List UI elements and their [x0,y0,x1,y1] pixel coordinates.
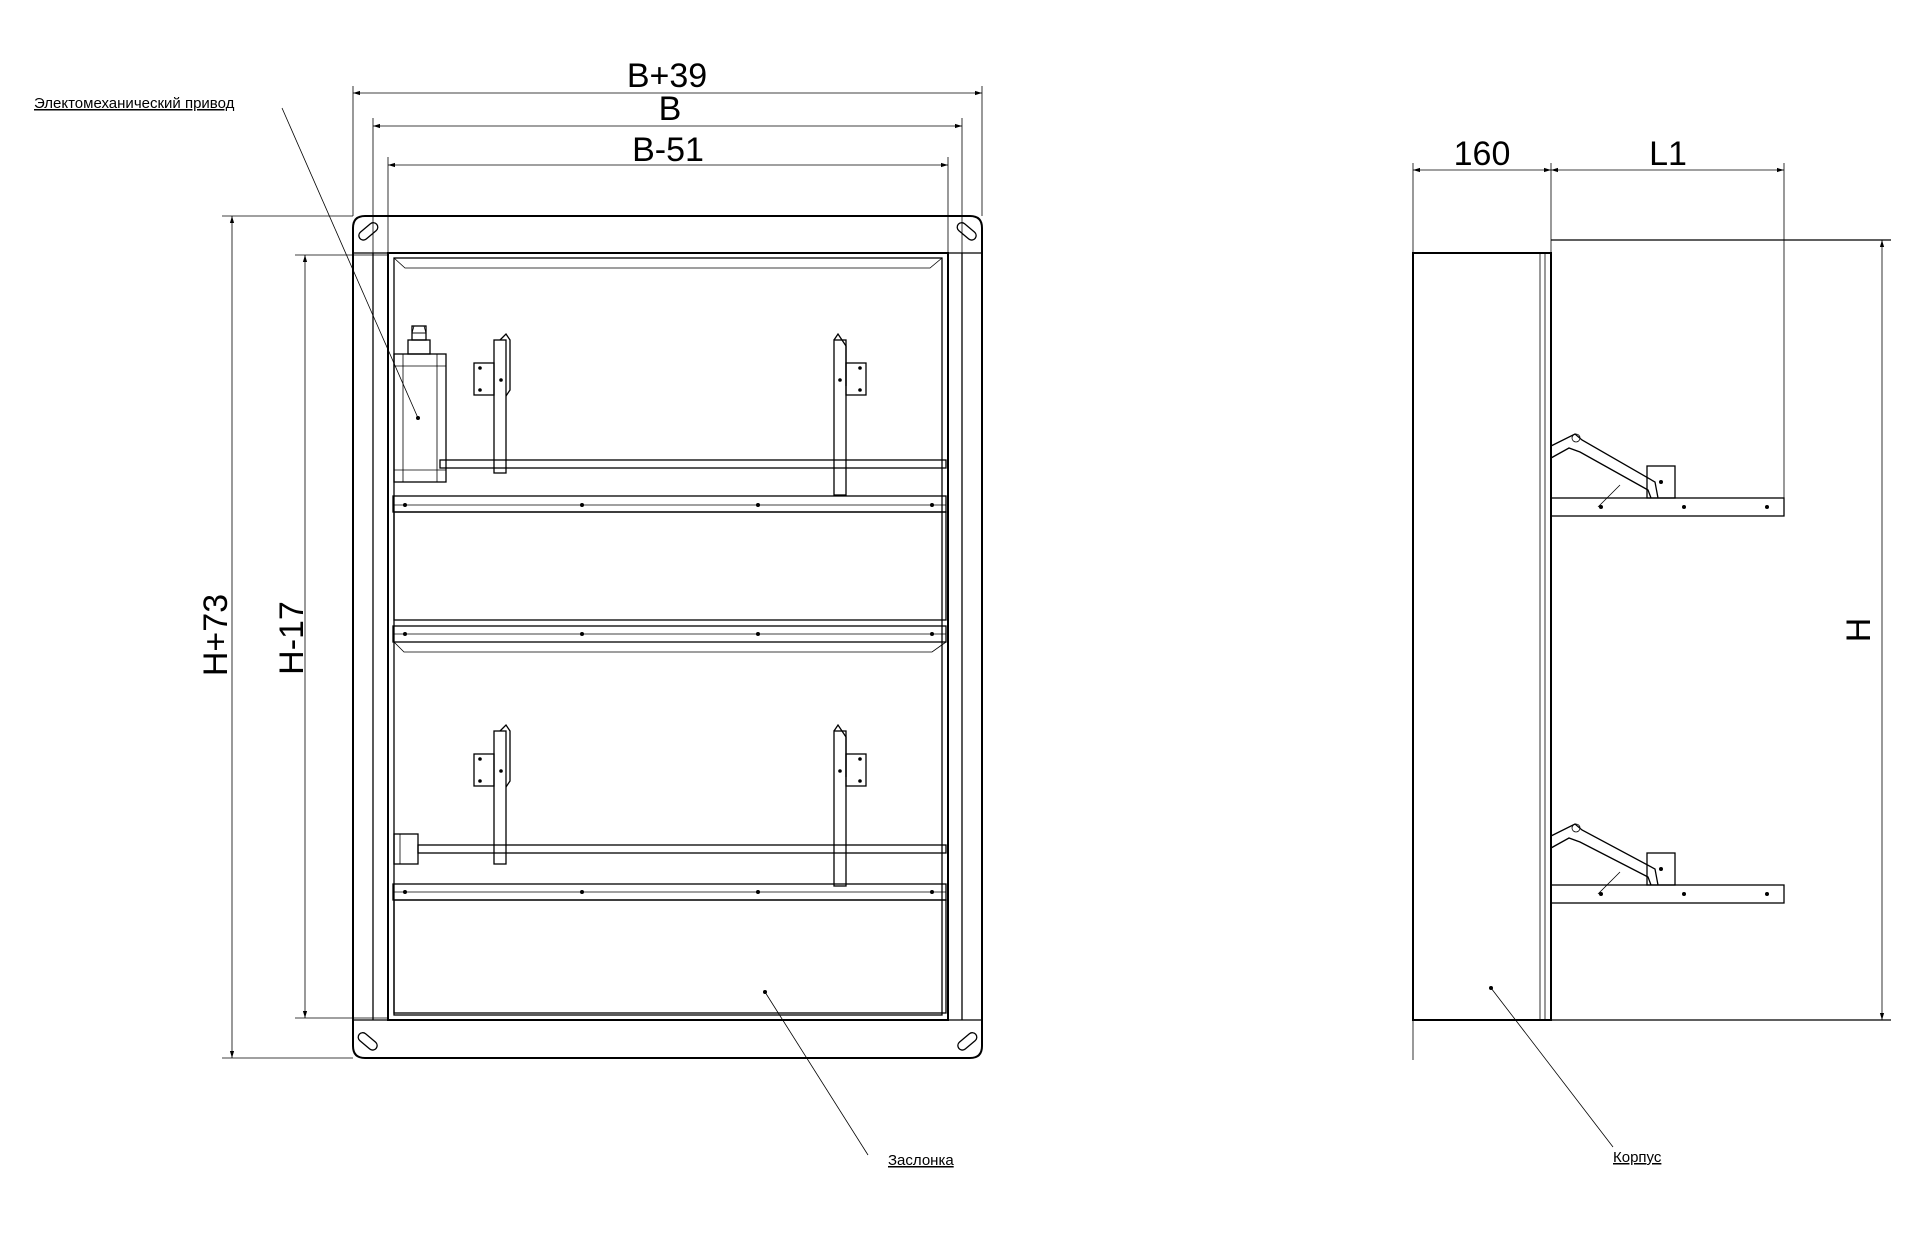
upper-blade [392,257,947,621]
front-flange [352,215,983,1059]
side-housing [1412,239,1891,1021]
electromechanical-actuator [393,325,447,483]
front-hinge-upper-right [833,332,867,496]
dim-height: H [1840,240,1885,1020]
dim-width-nominal-label: B [659,90,682,128]
dim-width-outer: B+39 [352,57,983,216]
side-blade-lower [1550,823,1785,904]
flange-slot-top-left [358,222,379,241]
front-hinge-upper-left [473,332,511,474]
dim-width-inner: B-51 [387,131,949,253]
lower-drive-coupling [393,833,419,865]
dim-height-outer-label: H+73 [197,594,235,676]
callout-housing: Корпус [1489,986,1662,1166]
callout-housing-label: Корпус [1613,1149,1662,1166]
callout-actuator: Электомеханический привод [34,95,420,420]
dim-width-outer-label: B+39 [627,57,707,95]
dim-height-label: H [1840,618,1878,643]
dim-width-nominal: B [372,90,963,253]
dim-height-inner: H-17 [273,254,388,1019]
side-blade-upper [1550,433,1785,517]
front-casing [387,252,955,1021]
dim-blade-extension: L1 [1551,135,1785,498]
side-view: 160 L1 H Корпус [1412,135,1891,1166]
callout-damper-label: Заслонка [888,1152,954,1169]
front-view: B+39 B B-51 H+73 H-17 [34,57,983,1169]
dim-height-inner-label: H-17 [273,601,311,675]
flange-slot-bottom-left [357,1032,378,1051]
callout-actuator-label: Электомеханический привод [34,95,235,112]
dim-height-outer: H+73 [197,215,353,1059]
front-hinge-lower-left [473,723,511,865]
dim-blade-extension-label: L1 [1649,135,1687,173]
callout-damper: Заслонка [763,990,954,1169]
flange-slot-bottom-right [957,1032,978,1051]
dim-depth: 160 [1412,135,1552,1060]
dim-width-inner-label: B-51 [632,131,704,169]
lower-blade [392,625,947,1014]
flange-slot-top-right [956,222,977,241]
dim-depth-label: 160 [1454,135,1511,173]
front-hinge-lower-right [833,723,867,887]
